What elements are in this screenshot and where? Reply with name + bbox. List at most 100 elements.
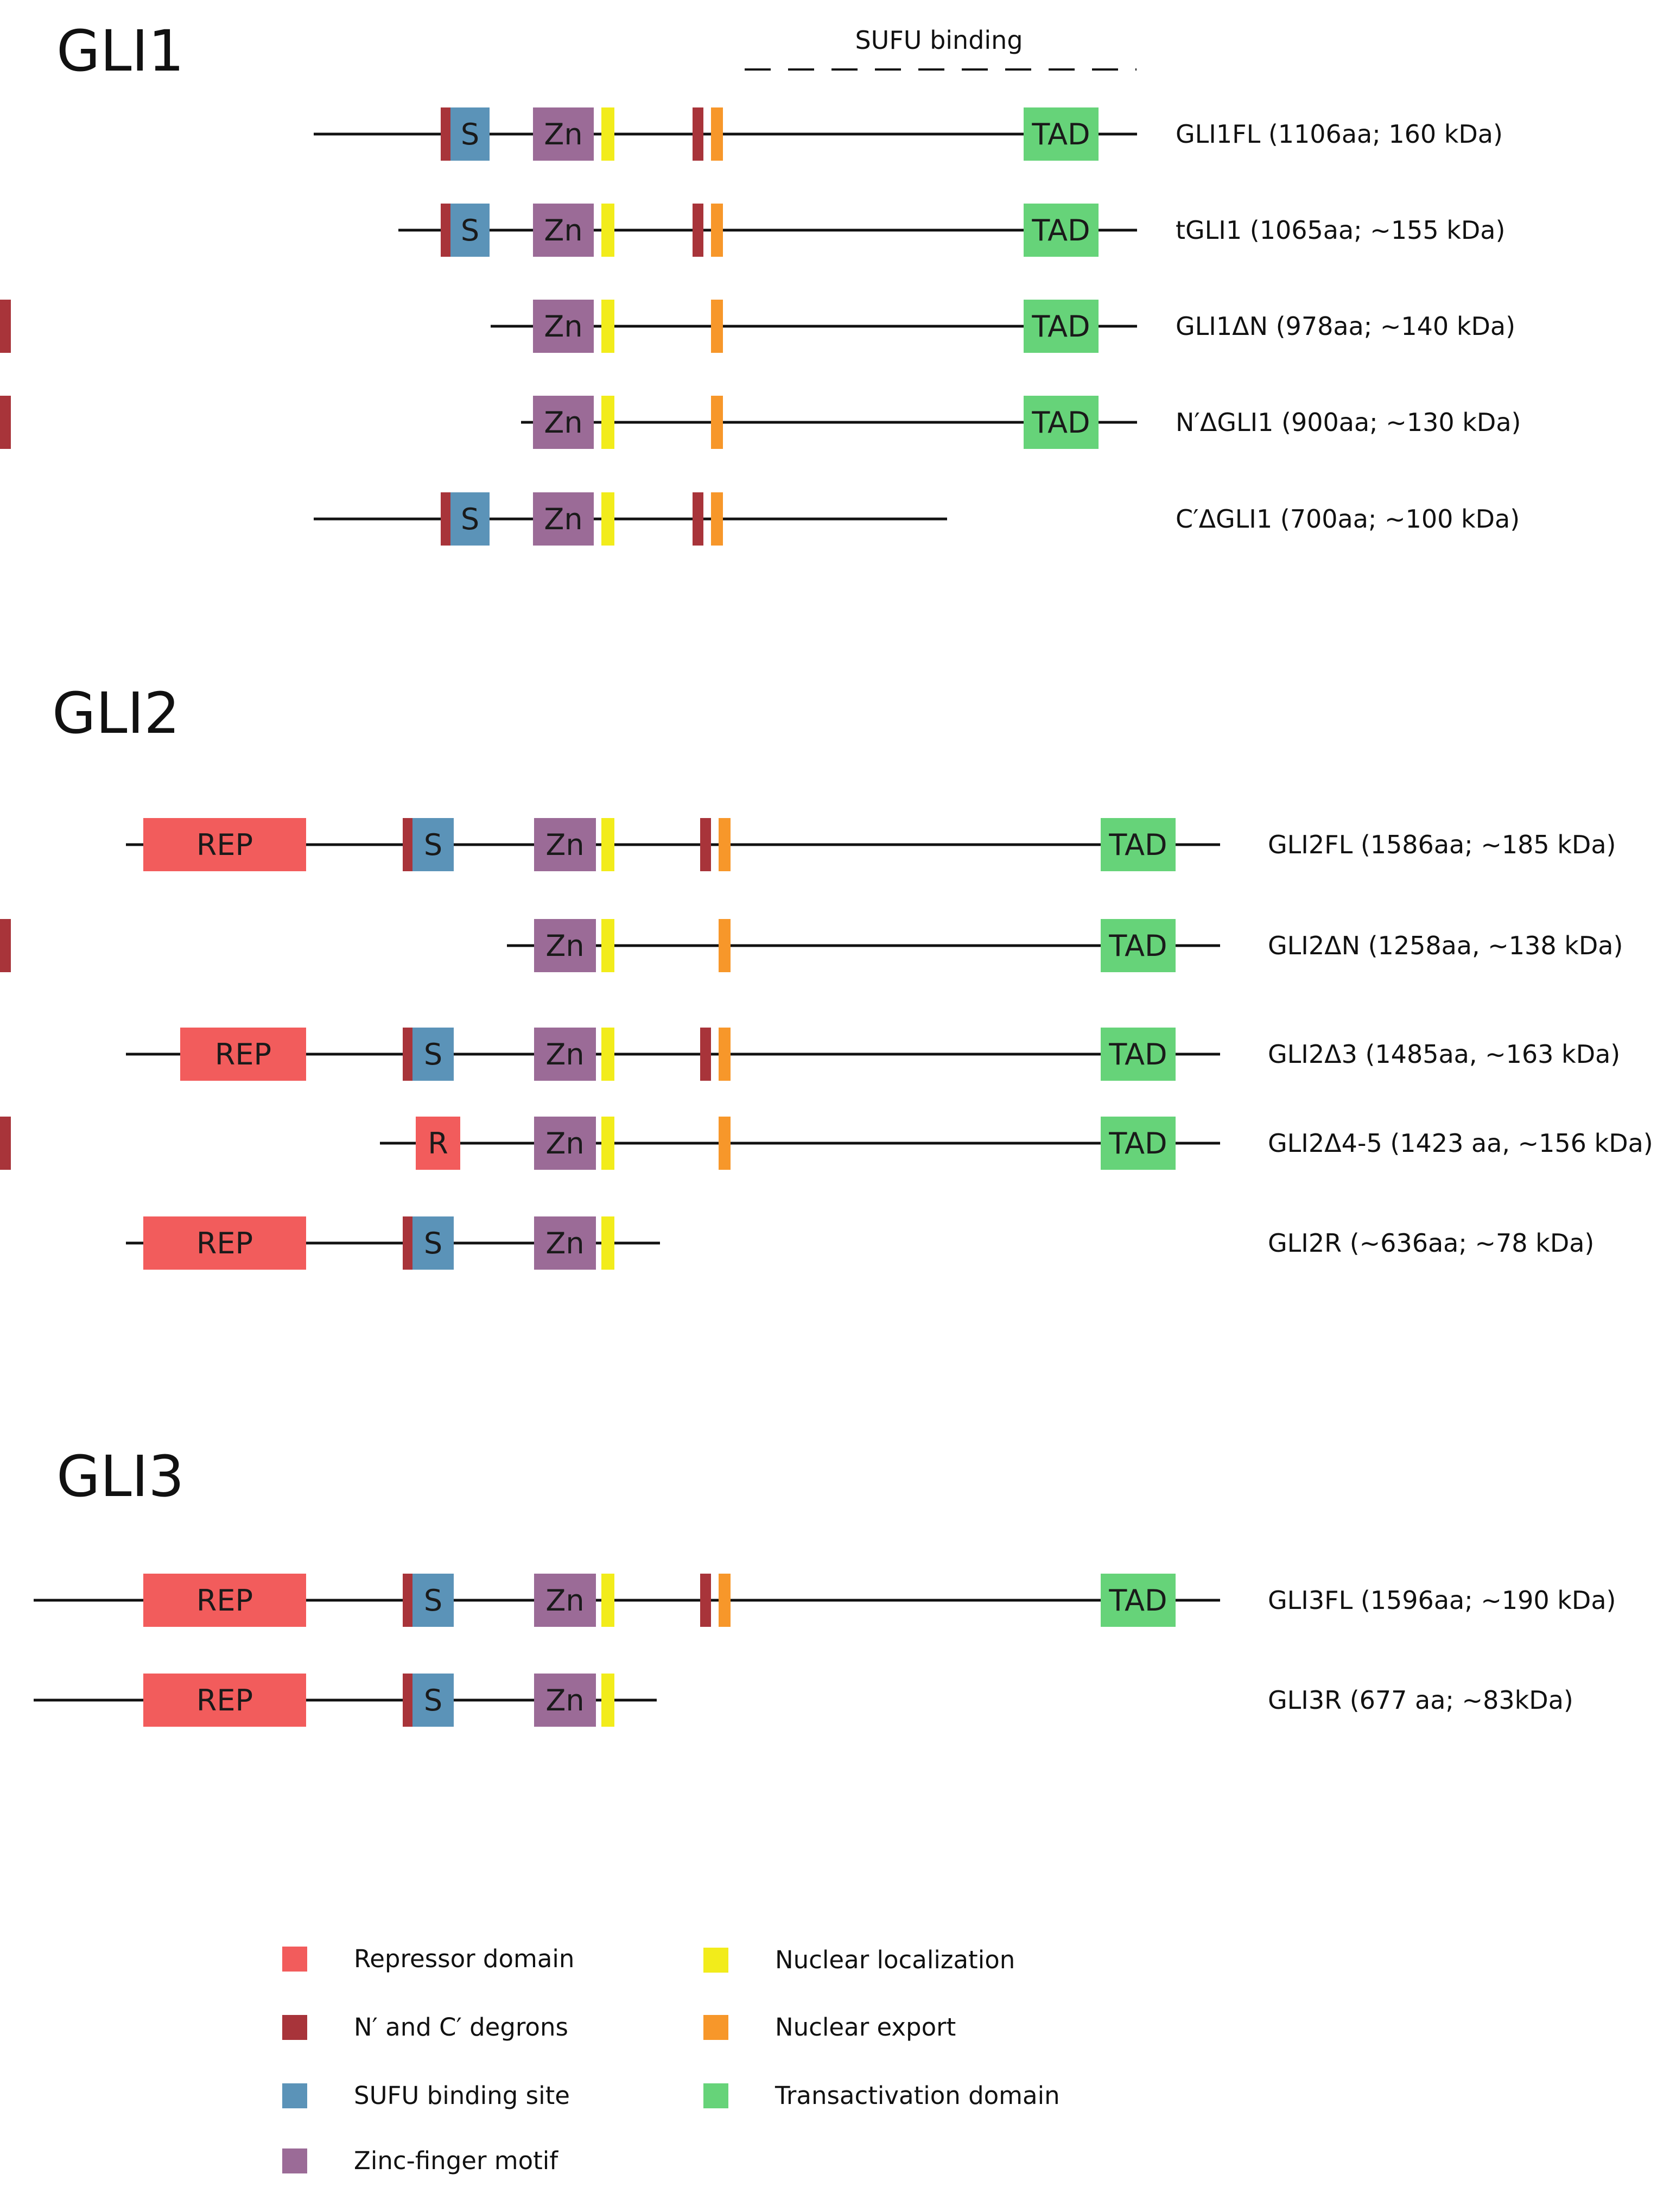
isoform-row-1-3-zinc-finger-label: Zn — [545, 1126, 584, 1161]
isoform-row-0-4-zinc-finger — [533, 492, 594, 546]
isoform-row-1-3-repressor-short-label: R — [428, 1126, 448, 1161]
isoform-row-0-2-degron — [0, 300, 11, 353]
isoform-row-1-0-degron — [403, 818, 414, 871]
section-title-gli2: GLI2 — [52, 680, 180, 746]
isoform-row-1-0-degron — [700, 818, 711, 871]
isoform-row-0-2-nes — [711, 300, 723, 353]
legend-label-tad: Transactivation domain — [774, 2081, 1060, 2110]
isoform-row-2-0-zinc-finger — [534, 1574, 596, 1627]
legend-swatch-nes — [703, 2015, 728, 2040]
isoform-row-0-1-sufu-site — [450, 204, 490, 257]
isoform-row-1-4-degron — [403, 1216, 414, 1270]
isoform-row-1-0-repressor — [143, 818, 306, 871]
isoform-row-2-0-tad — [1101, 1574, 1176, 1627]
isoform-row-0-2-tad-label: TAD — [1031, 309, 1090, 344]
isoform-row-2-0-tad-label: TAD — [1108, 1583, 1167, 1618]
isoform-row-0-2-nls — [601, 300, 614, 353]
isoform-row-1-2-nls — [601, 1028, 614, 1081]
isoform-row-1-3-degron — [0, 1117, 11, 1170]
isoform-row-1-4-label: GLI2R (~636aa; ~78 kDa) — [1268, 1228, 1594, 1258]
isoform-row-0-4-label: C′ΔGLI1 (700aa; ~100 kDa) — [1176, 504, 1520, 534]
isoform-row-2-1-nls — [601, 1674, 614, 1727]
isoform-row-1-3-tad-label: TAD — [1108, 1126, 1167, 1161]
isoform-row-1-3-tad — [1101, 1117, 1176, 1170]
isoform-row-0-1-degron — [441, 204, 452, 257]
isoform-row-1-2-repressor-label: REP — [215, 1037, 271, 1072]
isoform-row-1-0-zinc-finger-label: Zn — [545, 828, 584, 862]
isoform-row-1-3-nes — [719, 1117, 731, 1170]
legend-label-zinc: Zinc-finger motif — [354, 2146, 558, 2175]
section-title-gli3: GLI3 — [56, 1443, 184, 1510]
isoform-row-0-3-label: N′ΔGLI1 (900aa; ~130 kDa) — [1176, 408, 1521, 437]
isoform-row-0-4-sufu-site-label: S — [461, 502, 479, 536]
isoform-row-0-1-nls — [601, 204, 614, 257]
isoform-row-1-2-tad-label: TAD — [1108, 1037, 1167, 1072]
isoform-row-1-3-zinc-finger — [534, 1117, 596, 1170]
isoform-row-0-1-degron — [693, 204, 703, 257]
isoform-row-1-1-zinc-finger — [534, 919, 596, 972]
isoform-row-0-2-zinc-finger — [533, 300, 594, 353]
isoform-row-2-1-sufu-site — [412, 1674, 454, 1727]
isoform-row-1-4-zinc-finger-label: Zn — [545, 1226, 584, 1260]
isoform-row-1-1-nes — [719, 919, 731, 972]
isoform-row-1-0-label: GLI2FL (1586aa; ~185 kDa) — [1268, 830, 1616, 859]
isoform-row-1-0-repressor-label: REP — [196, 828, 253, 862]
legend-swatch-repressor — [282, 1947, 307, 1972]
isoform-row-0-0-degron — [441, 107, 452, 161]
isoform-row-0-1-tad-label: TAD — [1031, 213, 1090, 248]
legend-swatch-zinc — [282, 2148, 307, 2173]
isoform-row-2-0-degron — [403, 1574, 414, 1627]
isoform-row-2-0-nes — [719, 1574, 731, 1627]
isoform-row-0-2-tad — [1024, 300, 1099, 353]
isoform-row-2-1-degron — [403, 1674, 414, 1727]
isoform-row-1-3-label: GLI2Δ4-5 (1423 aa, ~156 kDa) — [1268, 1129, 1653, 1158]
isoform-row-2-1-sufu-site-label: S — [424, 1683, 442, 1717]
isoform-row-0-3-zinc-finger-label: Zn — [544, 405, 582, 440]
isoform-row-1-0-sufu-site-label: S — [424, 828, 442, 862]
isoform-row-1-1-tad — [1101, 919, 1176, 972]
legend-swatch-degron — [282, 2015, 307, 2040]
legend-label-degron: N′ and C′ degrons — [354, 2013, 568, 2042]
isoform-row-2-0-degron — [700, 1574, 711, 1627]
isoform-row-1-2-tad — [1101, 1028, 1176, 1081]
isoform-row-1-4-sufu-site — [412, 1216, 454, 1270]
isoform-row-0-3-zinc-finger — [533, 396, 594, 449]
isoform-row-2-0-label: GLI3FL (1596aa; ~190 kDa) — [1268, 1586, 1616, 1615]
isoform-row-1-1-zinc-finger-label: Zn — [545, 929, 584, 963]
legend-label-nls: Nuclear localization — [775, 1945, 1015, 1974]
isoform-row-1-2-degron — [700, 1028, 711, 1081]
isoform-row-0-4-zinc-finger-label: Zn — [544, 502, 582, 536]
isoform-row-0-2-zinc-finger-label: Zn — [544, 309, 582, 344]
isoform-row-1-0-nls — [601, 818, 614, 871]
isoform-row-0-3-nes — [711, 396, 723, 449]
isoform-row-2-1-zinc-finger-label: Zn — [545, 1683, 584, 1717]
isoform-row-1-0-nes — [719, 818, 731, 871]
isoform-row-1-4-repressor-label: REP — [196, 1226, 253, 1260]
isoform-row-0-4-nes — [711, 492, 723, 546]
isoform-row-0-3-tad-label: TAD — [1031, 405, 1090, 440]
isoform-row-2-1-zinc-finger — [534, 1674, 596, 1727]
isoform-row-0-3-degron — [0, 396, 11, 449]
isoform-row-1-1-degron — [0, 919, 11, 972]
legend-label-repressor: Repressor domain — [354, 1944, 574, 1973]
isoform-row-0-1-tad — [1024, 204, 1099, 257]
isoform-row-1-0-zinc-finger — [534, 818, 596, 871]
isoform-row-0-4-degron — [693, 492, 703, 546]
isoform-row-2-0-sufu-site-label: S — [424, 1583, 442, 1618]
isoform-row-1-2-zinc-finger — [534, 1028, 596, 1081]
isoform-row-1-2-degron — [403, 1028, 414, 1081]
isoform-row-1-3-nls — [601, 1117, 614, 1170]
isoform-row-0-1-zinc-finger-label: Zn — [544, 213, 582, 248]
isoform-row-0-0-label: GLI1FL (1106aa; 160 kDa) — [1176, 119, 1503, 149]
isoform-row-1-2-sufu-site — [412, 1028, 454, 1081]
isoform-row-2-1-repressor-label: REP — [196, 1683, 253, 1717]
isoform-row-2-0-repressor-label: REP — [196, 1583, 253, 1618]
isoform-row-1-2-nes — [719, 1028, 731, 1081]
isoform-row-2-0-repressor — [143, 1574, 306, 1627]
isoform-row-1-2-sufu-site-label: S — [424, 1037, 442, 1072]
isoform-row-0-1-zinc-finger — [533, 204, 594, 257]
isoform-row-1-2-repressor — [180, 1028, 306, 1081]
legend-label-nes: Nuclear export — [775, 2013, 956, 2042]
isoform-row-1-4-sufu-site-label: S — [424, 1226, 442, 1260]
